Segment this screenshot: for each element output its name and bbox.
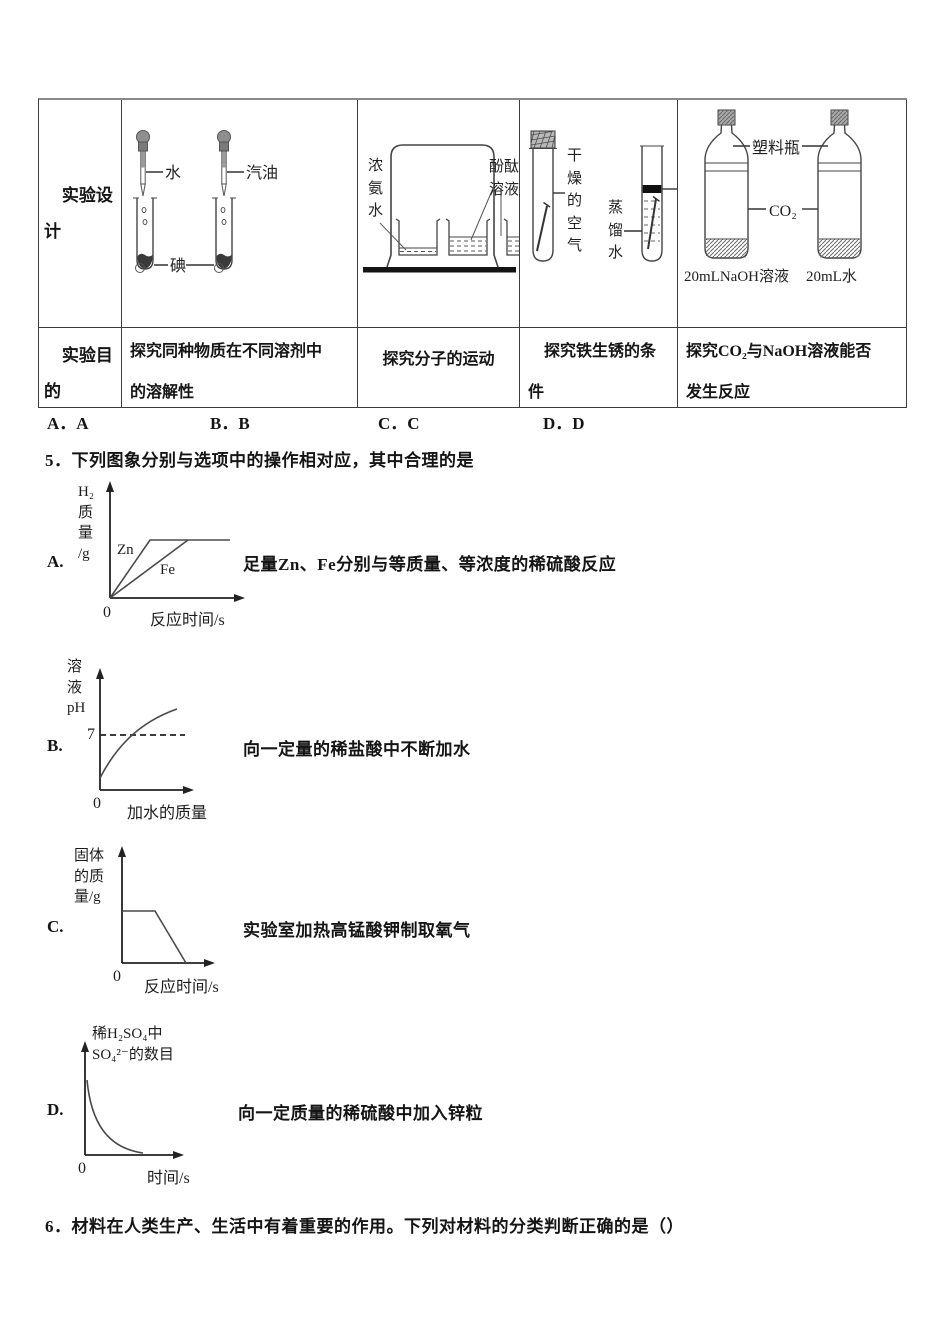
fe-curve — [109, 539, 189, 599]
graph-b: 溶 液 pH 7 0 加水的质量 — [55, 655, 285, 822]
question-5-text: 5．下列图象分别与选项中的操作相对应，其中合理的是 — [45, 451, 474, 470]
design-c-cell: 干 燥 的 空 气 蒸 馏 水 — [520, 100, 678, 328]
sulfate-decay-curve — [86, 1079, 144, 1154]
graph-b-tick-7: 7 — [87, 726, 95, 743]
table-header-purpose: 实验目 的 — [39, 328, 122, 408]
graph-b-letter: B. — [47, 736, 63, 755]
graph-a-origin: 0 — [103, 604, 111, 621]
experiment-table: 实验设 计 — [38, 98, 907, 408]
gasoline-label: 汽油 — [246, 165, 279, 182]
droppers-iodine-drawing — [133, 130, 244, 273]
graph-c-letter: C. — [47, 917, 64, 936]
graph-b-origin: 0 — [93, 795, 101, 812]
water-20ml-label: 20mL水 — [806, 269, 857, 285]
graph-b-plot — [96, 668, 194, 794]
iodine-label: 碘 — [170, 258, 187, 275]
graph-d-plot — [81, 1041, 184, 1159]
graph-d: 稀H₂SO₄中 SO₄²⁻的数目 0 时间/s — [45, 1022, 285, 1187]
graph-a-letter: A. — [47, 552, 64, 571]
purpose-b: 探究分子的运动 — [358, 328, 520, 408]
ph-curve — [99, 708, 178, 779]
ammonia-label: 浓 氨 水 — [368, 158, 384, 219]
graph-c-xlabel: 反应时间/s — [144, 979, 219, 996]
graph-a-plot — [106, 481, 245, 602]
distilled-water-label: 蒸 馏 水 — [608, 200, 624, 261]
zn-curve — [109, 539, 230, 599]
co2-label: CO₂ — [769, 203, 797, 220]
purpose-a: 探究同种物质在不同溶剂中 的溶解性 — [122, 328, 358, 408]
purpose-c: 探究铁生锈的条 件 — [520, 328, 678, 408]
graph-a-fe-label: Fe — [160, 562, 175, 578]
rust-tubes-drawing — [529, 130, 677, 262]
graph-a-ylabel: H₂ 质 量 /g — [78, 484, 95, 563]
graph-a: H₂ 质 量 /g Zn Fe 0 反应时间/s — [60, 480, 290, 635]
bell-jar-drawing — [363, 144, 519, 273]
option-c: C．C — [378, 414, 420, 433]
solid-mass-curve — [122, 910, 187, 964]
design-d-cell: 塑料瓶 CO₂ 20mLNaOH溶液 20mL水 — [678, 100, 907, 328]
graph-d-ylabel: 稀H₂SO₄中 SO₄²⁻的数目 — [92, 1026, 174, 1063]
plastic-bottle-label: 塑料瓶 — [752, 140, 801, 157]
graph-d-xlabel: 时间/s — [147, 1170, 190, 1187]
option-d: D．D — [543, 414, 585, 433]
graph-a-description: 足量Zn、Fe分别与等质量、等浓度的稀硫酸反应 — [243, 555, 617, 574]
graph-a-zn-label: Zn — [117, 542, 134, 558]
bottles-drawing — [704, 109, 862, 259]
dry-air-label: 干 燥 的 空 气 — [567, 148, 583, 254]
water-label: 水 — [165, 165, 182, 182]
graph-b-xlabel: 加水的质量 — [127, 805, 208, 822]
graph-a-xlabel: 反应时间/s — [150, 612, 225, 629]
graph-c-ylabel: 固体 的质 量/g — [74, 848, 105, 906]
graph-b-ylabel: 溶 液 pH — [67, 659, 86, 717]
option-b: B．B — [210, 414, 250, 433]
question-6-text: 6．材料在人类生产、生活中有着重要的作用。下列对材料的分类判断正确的是（） — [45, 1217, 684, 1236]
graph-d-description: 向一定质量的稀硫酸中加入锌粒 — [238, 1104, 483, 1123]
graph-b-description: 向一定量的稀盐酸中不断加水 — [243, 740, 471, 759]
graph-c-description: 实验室加热高锰酸钾制取氧气 — [243, 921, 471, 940]
table-header-design: 实验设 计 — [39, 100, 122, 328]
graph-d-origin: 0 — [78, 1160, 86, 1177]
naoh-solution-label: 20mLNaOH溶液 — [684, 269, 789, 285]
design-a-cell: 水 汽油 碘 — [122, 100, 358, 328]
graph-d-letter: D. — [47, 1100, 64, 1119]
phenolphthalein-label: 酚酞 溶液 — [489, 159, 520, 198]
graph-c-plot — [118, 846, 215, 967]
graph-c: 固体 的质 量/g 0 反应时间/s — [60, 843, 290, 996]
purpose-d: 探究CO₂与NaOH溶液能否 发生反应 — [678, 328, 907, 408]
graph-c-origin: 0 — [113, 968, 121, 985]
design-b-cell: 浓 氨 水 酚酞 溶液 — [358, 100, 520, 328]
option-a: A．A — [47, 414, 89, 433]
